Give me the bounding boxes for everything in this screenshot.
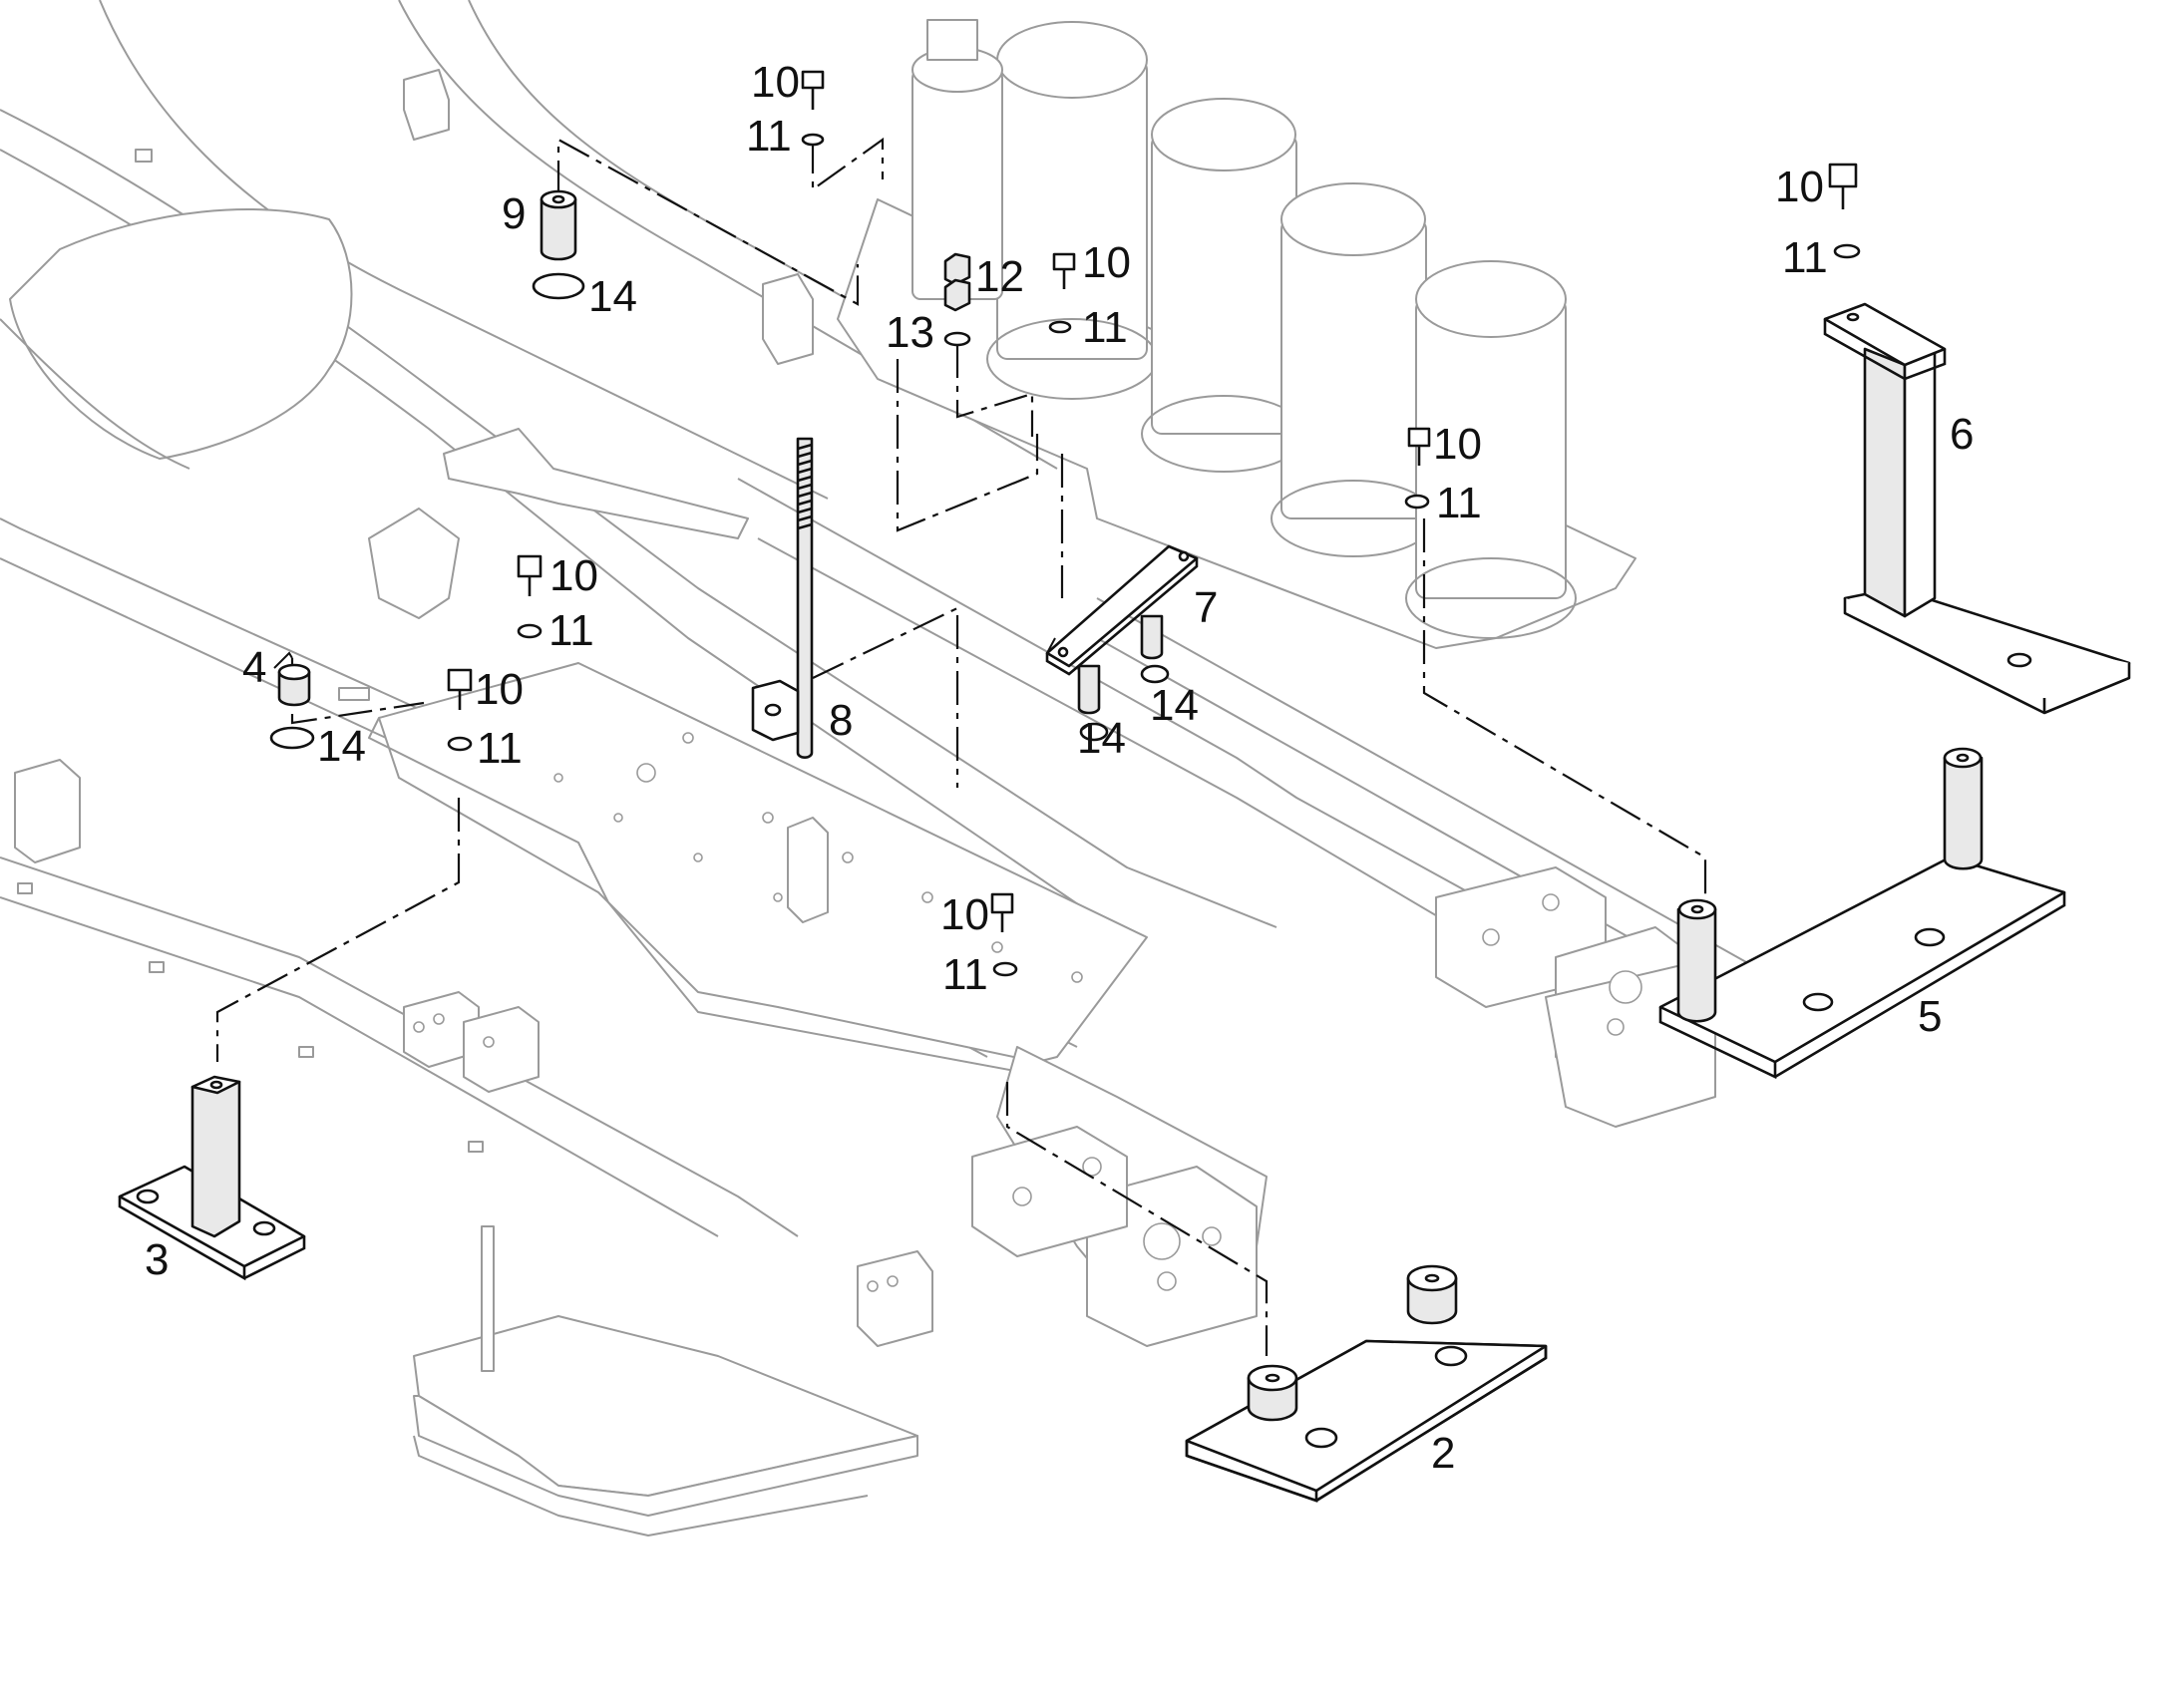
washer-14-c (1079, 722, 1109, 742)
callout-10: 10 (1433, 420, 1482, 469)
callout-10: 10 (1082, 238, 1131, 287)
callout-2: 2 (1431, 1429, 1455, 1478)
callout-7: 7 (1194, 583, 1218, 632)
part-6-tall-bracket (1823, 302, 2131, 715)
part-2-mounting-plate (1185, 1264, 1548, 1503)
part-4-spacer (277, 663, 311, 707)
callout-11: 11 (1082, 303, 1128, 352)
part-5-mounting-plate (1658, 747, 2066, 1080)
washer-13 (943, 331, 971, 347)
callout-12: 12 (975, 252, 1024, 301)
callout-11: 11 (1782, 233, 1828, 282)
bolt-10-f (447, 668, 473, 752)
assembly-lines (215, 137, 1707, 1356)
bolt-10-b (1048, 252, 1076, 334)
callout-6: 6 (1950, 410, 1974, 459)
washer-14-a (532, 272, 585, 300)
callout-10: 10 (1775, 163, 1824, 211)
nut-12 (943, 252, 971, 312)
air-tanks (911, 19, 1577, 639)
callout-10: 10 (475, 665, 524, 714)
bolt-10-e (517, 554, 543, 639)
washer-14-b (269, 726, 315, 750)
leader-lines (273, 637, 1056, 669)
part-9-spacer (540, 189, 577, 261)
callout-10: 10 (751, 58, 800, 107)
callout-10: 10 (549, 551, 598, 600)
callout-14: 14 (317, 722, 366, 771)
callout-5: 5 (1918, 992, 1942, 1041)
callout-11: 11 (942, 950, 988, 999)
bolt-10-c (1828, 163, 1861, 259)
callout-4: 4 (242, 643, 266, 692)
callout-labels: 2 3 4 5 6 7 8 9 10 10 10 10 10 10 10 11 … (145, 58, 1974, 1478)
callout-10: 10 (940, 890, 989, 939)
callout-14: 14 (1150, 681, 1199, 730)
callout-11: 11 (548, 606, 594, 655)
callout-11: 11 (1436, 479, 1482, 527)
callout-9: 9 (502, 189, 526, 238)
callout-14: 14 (1077, 714, 1126, 763)
callout-13: 13 (886, 308, 934, 357)
bolt-10-d (1404, 427, 1431, 510)
callout-11: 11 (746, 112, 792, 161)
callout-3: 3 (145, 1235, 169, 1284)
washer-14-d (1140, 664, 1170, 684)
vehicle-frame-background (0, 0, 1816, 1537)
bolt-10-g (990, 892, 1018, 977)
part-7-bracket-bar (1045, 544, 1199, 715)
callout-8: 8 (829, 696, 853, 745)
callout-14: 14 (588, 272, 637, 321)
bolt-10-a (801, 70, 825, 147)
part-3-support-post (118, 1075, 306, 1281)
part-8-threaded-rod (751, 437, 814, 759)
callout-11: 11 (477, 724, 523, 773)
